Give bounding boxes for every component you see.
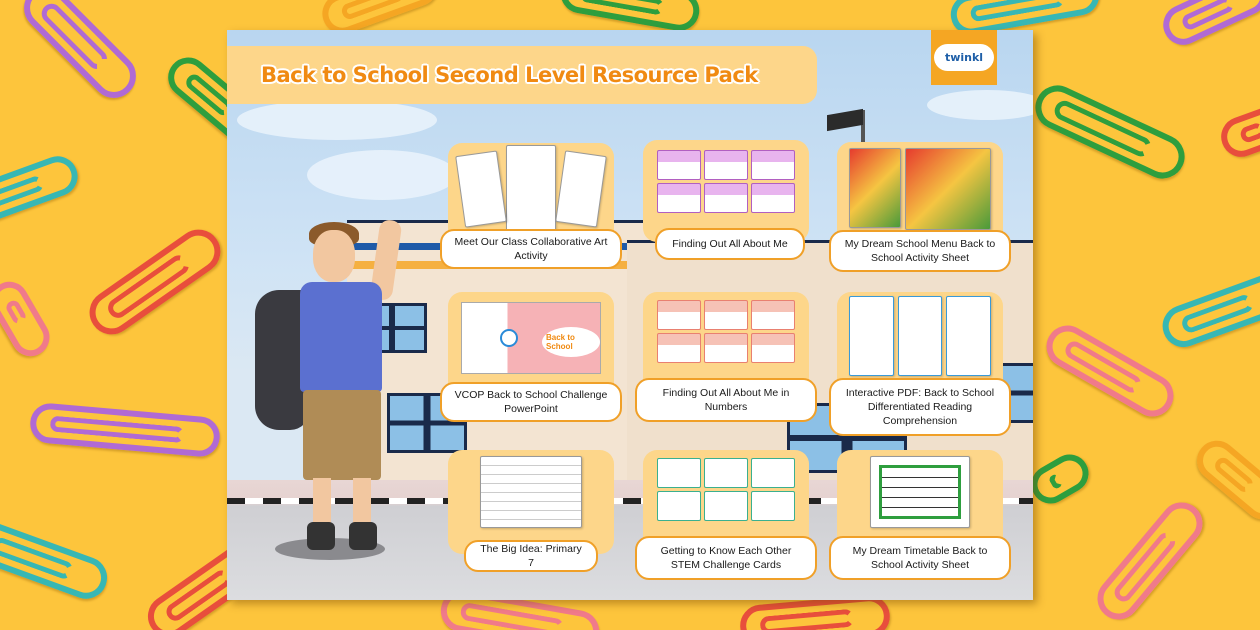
cloud-decoration xyxy=(927,90,1033,120)
title-bar: Back to School Second Level Resource Pac… xyxy=(227,46,817,104)
twinkl-logo[interactable]: twinkl xyxy=(931,30,997,85)
resource-card[interactable]: Getting to Know Each Other STEM Challeng… xyxy=(635,450,817,580)
twinkl-cloud-logo-icon: twinkl xyxy=(936,47,992,68)
paperclip-decoration xyxy=(1215,97,1260,163)
resource-card[interactable]: My Dream Timetable Back to School Activi… xyxy=(829,450,1011,580)
page-title: Back to School Second Level Resource Pac… xyxy=(261,63,758,87)
paperclip-decoration xyxy=(80,220,230,344)
paperclip-decoration xyxy=(1028,78,1192,186)
boy-illustration xyxy=(255,218,425,560)
paperclip-decoration xyxy=(1024,447,1096,511)
purple-cards-thumbnail xyxy=(655,150,797,213)
paperclip-decoration xyxy=(1156,269,1260,353)
resource-label[interactable]: My Dream Timetable Back to School Activi… xyxy=(829,536,1011,580)
resource-card[interactable]: My Dream School Menu Back to School Acti… xyxy=(829,142,1011,272)
paperclip-decoration xyxy=(1088,493,1212,629)
red-cards-thumbnail xyxy=(655,300,797,363)
resource-card[interactable]: Interactive PDF: Back to School Differen… xyxy=(829,292,1011,436)
resource-label[interactable]: Finding Out All About Me xyxy=(655,228,805,260)
paperclip-decoration xyxy=(0,150,84,230)
play-icon xyxy=(500,329,518,347)
paperclip-decoration xyxy=(28,401,222,459)
resource-label[interactable]: Getting to Know Each Other STEM Challeng… xyxy=(635,536,817,580)
resource-card[interactable]: Back to School VCOP Back to School Chall… xyxy=(440,292,622,422)
resource-card[interactable]: Meet Our Class Collaborative Art Activit… xyxy=(440,143,622,269)
single-worksheet-thumbnail xyxy=(460,456,602,528)
paperclip-decoration xyxy=(0,517,113,605)
paperclip-decoration xyxy=(0,274,57,364)
cloud-decoration xyxy=(307,150,457,200)
resource-label[interactable]: My Dream School Menu Back to School Acti… xyxy=(829,230,1011,272)
timetable-thumbnail xyxy=(849,456,991,528)
resource-label[interactable]: Interactive PDF: Back to School Differen… xyxy=(829,378,1011,436)
resource-label[interactable]: Finding Out All About Me in Numbers xyxy=(635,378,817,422)
resource-pack-poster: Back to School Second Level Resource Pac… xyxy=(227,30,1033,600)
paperclip-decoration xyxy=(557,0,703,34)
resource-label[interactable]: The Big Idea: Primary 7 xyxy=(464,540,598,572)
green-cards-thumbnail xyxy=(655,458,797,521)
paperclip-decoration xyxy=(14,0,146,108)
reading-pages-thumbnail xyxy=(849,296,992,376)
resource-label[interactable]: VCOP Back to School Challenge PowerPoint xyxy=(440,382,622,422)
worksheet-thumbnail xyxy=(455,145,607,233)
cloud-decoration xyxy=(237,100,437,140)
curb xyxy=(227,498,1033,504)
flag xyxy=(827,108,863,132)
resource-card[interactable]: The Big Idea: Primary 7 xyxy=(440,450,622,572)
resource-label[interactable]: Meet Our Class Collaborative Art Activit… xyxy=(440,229,622,269)
paperclip-decoration xyxy=(1156,0,1260,52)
menu-sheets-thumbnail xyxy=(849,148,991,230)
resource-card[interactable]: Finding Out All About Me in Numbers xyxy=(635,292,817,422)
powerpoint-thumbnail: Back to School xyxy=(460,302,602,374)
resource-card[interactable]: Finding Out All About Me xyxy=(635,140,817,260)
paperclip-decoration xyxy=(1038,317,1182,425)
